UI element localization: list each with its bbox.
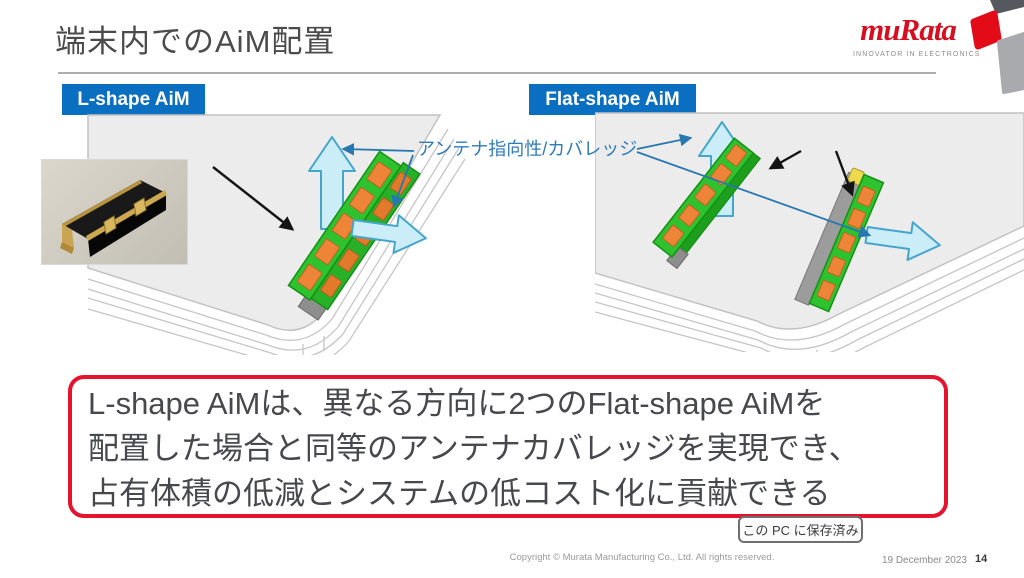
corner-decoration: [970, 0, 1024, 94]
aim-module-photo-graphic: [60, 180, 167, 257]
page-title: 端末内でのAiM配置: [55, 24, 336, 59]
corner-shape-gray: [997, 32, 1024, 94]
device-edge-contours: [87, 128, 466, 355]
murata-logo-tagline: INNOVATOR IN ELECTRONICS: [853, 51, 981, 58]
summary-line: 占有体積の低減とシステムの低コスト化に貢献できる: [88, 476, 831, 511]
corner-shape-red: [970, 10, 1002, 50]
flat-shape-diagram: [595, 112, 1024, 352]
corner-shape-dark: [990, 0, 1024, 14]
radiation-arrow-right-icon: [864, 221, 941, 261]
summary-line: 配置した場合と同等のアンテナカバレッジを実現でき、: [88, 431, 860, 466]
page-number: 14: [975, 553, 988, 565]
summary-line: L-shape AiMは、異なる方向に2つのFlat-shape AiMを: [88, 386, 826, 421]
label-flat-shape-aim: Flat-shape AiM: [529, 84, 696, 115]
antenna-patches-top: [297, 161, 392, 291]
footer-date: 19 December 2023: [881, 555, 967, 566]
radiation-arrow-right-icon: [350, 214, 427, 254]
summary-box: L-shape AiMは、異なる方向に2つのFlat-shape AiMを 配置…: [68, 375, 948, 518]
murata-logo-wordmark: muRata: [860, 12, 957, 47]
copyright-text: Copyright © Murata Manufacturing Co., Lt…: [509, 552, 775, 563]
save-status-tooltip: この PC に保存済み: [738, 516, 863, 543]
annotation-antenna-coverage: アンテナ指向性/カバレッジ: [417, 139, 638, 159]
device-edge-contours: [595, 237, 1024, 352]
title-divider: [58, 72, 936, 74]
label-l-shape-aim: L-shape AiM: [62, 84, 205, 115]
aim-module-photo: [42, 160, 187, 264]
